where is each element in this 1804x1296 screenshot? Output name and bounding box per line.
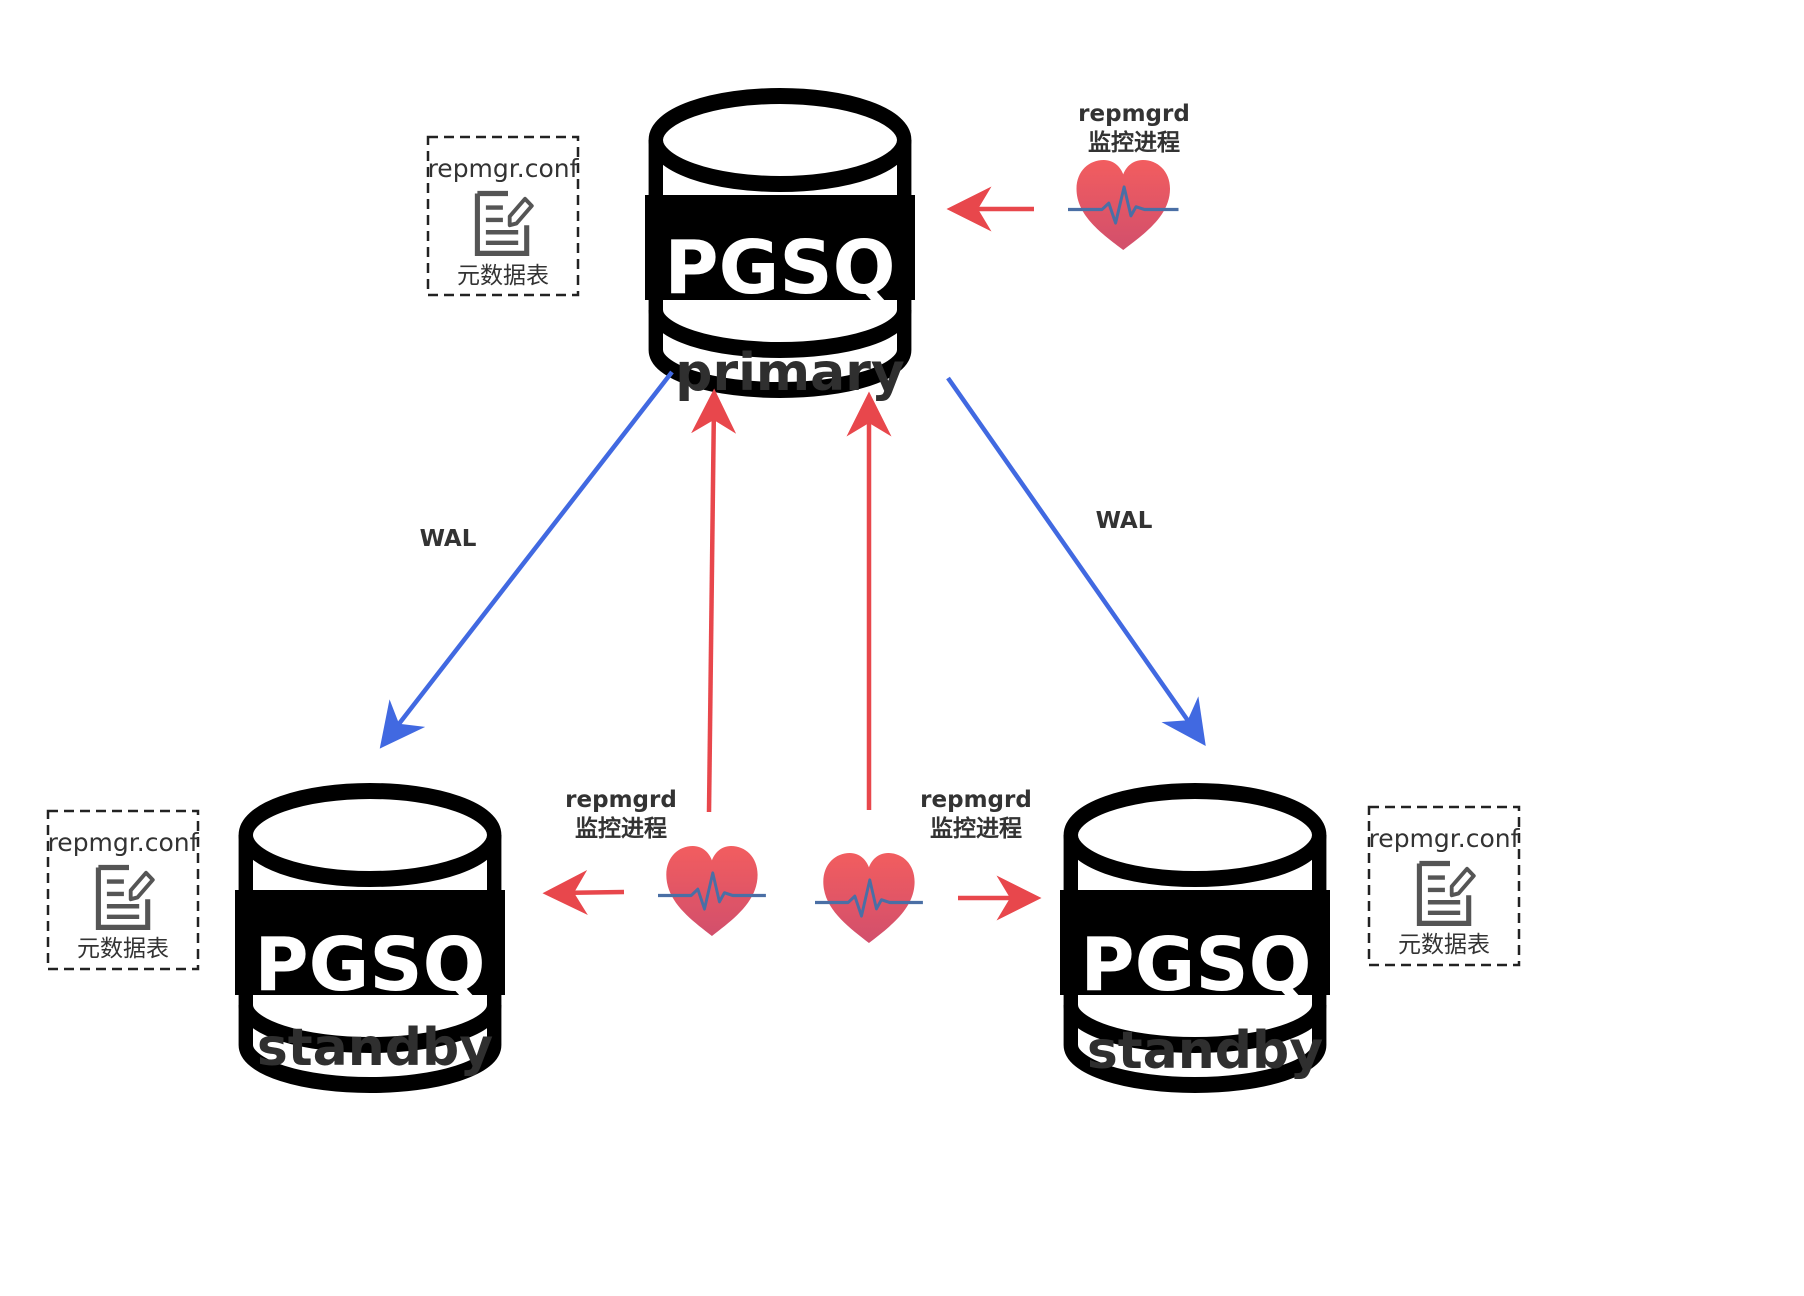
- heartbeat-icon: [1066, 158, 1181, 252]
- config-right-filename: repmgr.conf: [1369, 824, 1521, 853]
- config-right-caption: 元数据表: [1398, 932, 1490, 958]
- config-left-caption: 元数据表: [77, 936, 169, 962]
- config-top-filename: repmgr.conf: [428, 154, 580, 183]
- document-edit-icon: [98, 868, 152, 928]
- config-left-filename: repmgr.conf: [48, 828, 200, 857]
- monitor-primary-desc: 监控进程: [1088, 129, 1180, 156]
- heartbeat-icon: [813, 851, 925, 945]
- monitor-arrow-left-to-primary: [691, 388, 737, 813]
- primary-db-label: PGSQ: [664, 225, 895, 311]
- monitor-right-desc: 监控进程: [930, 815, 1022, 842]
- monitor-left-name: repmgrd: [565, 787, 677, 813]
- config-box-top: [426, 135, 580, 297]
- document-edit-icon: [1419, 864, 1473, 924]
- monitor-arrow-to-standby-left: [542, 870, 625, 916]
- standby-right-role-label: standby: [1087, 1021, 1323, 1081]
- monitor-left-desc: 监控进程: [575, 815, 667, 842]
- monitor-primary-name: repmgrd: [1078, 101, 1190, 127]
- document-edit-icon: [477, 194, 531, 254]
- config-box-left: [46, 809, 200, 971]
- wal-label-right: WAL: [1096, 508, 1153, 534]
- wal-arrow-left: [379, 370, 674, 749]
- wal-label-left: WAL: [420, 526, 477, 552]
- monitor-right-name: repmgrd: [920, 787, 1032, 813]
- config-box-right: [1367, 805, 1521, 967]
- standby-right-db-label: PGSQ: [1080, 922, 1311, 1008]
- heartbeat-icon: [656, 844, 768, 938]
- wal-arrow-right: [946, 376, 1206, 747]
- primary-role-label: primary: [675, 343, 905, 403]
- standby-left-role-label: standby: [257, 1018, 493, 1078]
- standby-left-db-label: PGSQ: [254, 922, 485, 1008]
- config-top-caption: 元数据表: [457, 263, 549, 289]
